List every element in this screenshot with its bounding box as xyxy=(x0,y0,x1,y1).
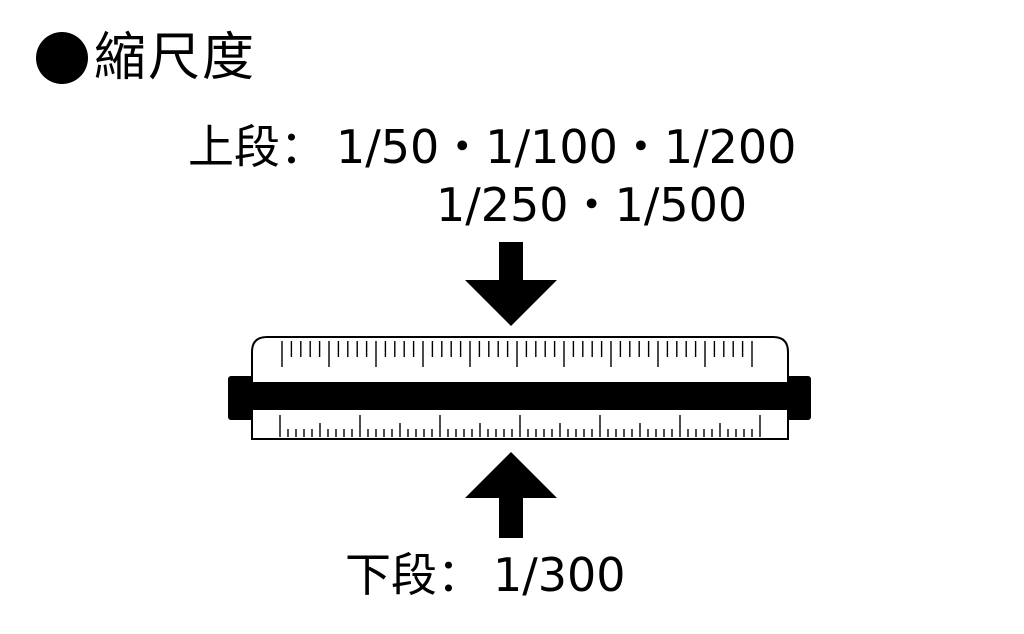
lower-prefix: 下段： xyxy=(345,548,483,602)
ruler-left-cap xyxy=(228,376,254,420)
ruler-lower-ticks xyxy=(279,415,761,437)
ruler-right-cap xyxy=(785,376,811,420)
arrow-up-icon xyxy=(465,452,557,538)
upper-scales-line1: 1/50・1/100・1/200 xyxy=(336,120,797,174)
ruler-upper-face xyxy=(251,336,789,384)
lower-scales-line1: 1/300 xyxy=(493,548,626,602)
title-text: 縮尺度 xyxy=(94,28,257,88)
title: 縮尺度 xyxy=(36,18,256,98)
scale-ruler-icon xyxy=(228,336,811,440)
ruler-center-band xyxy=(252,383,788,409)
upper-prefix: 上段： xyxy=(188,120,326,174)
upper-scales-line2: 1/250・1/500 xyxy=(436,178,748,232)
ruler-upper-ticks xyxy=(281,341,753,367)
arrow-down-icon xyxy=(465,242,557,326)
filled-circle-icon xyxy=(36,32,88,84)
upper-scale-label: 上段：1/50・1/100・1/200 xyxy=(188,124,796,170)
lower-scale-label: 下段：1/300 xyxy=(345,552,626,598)
